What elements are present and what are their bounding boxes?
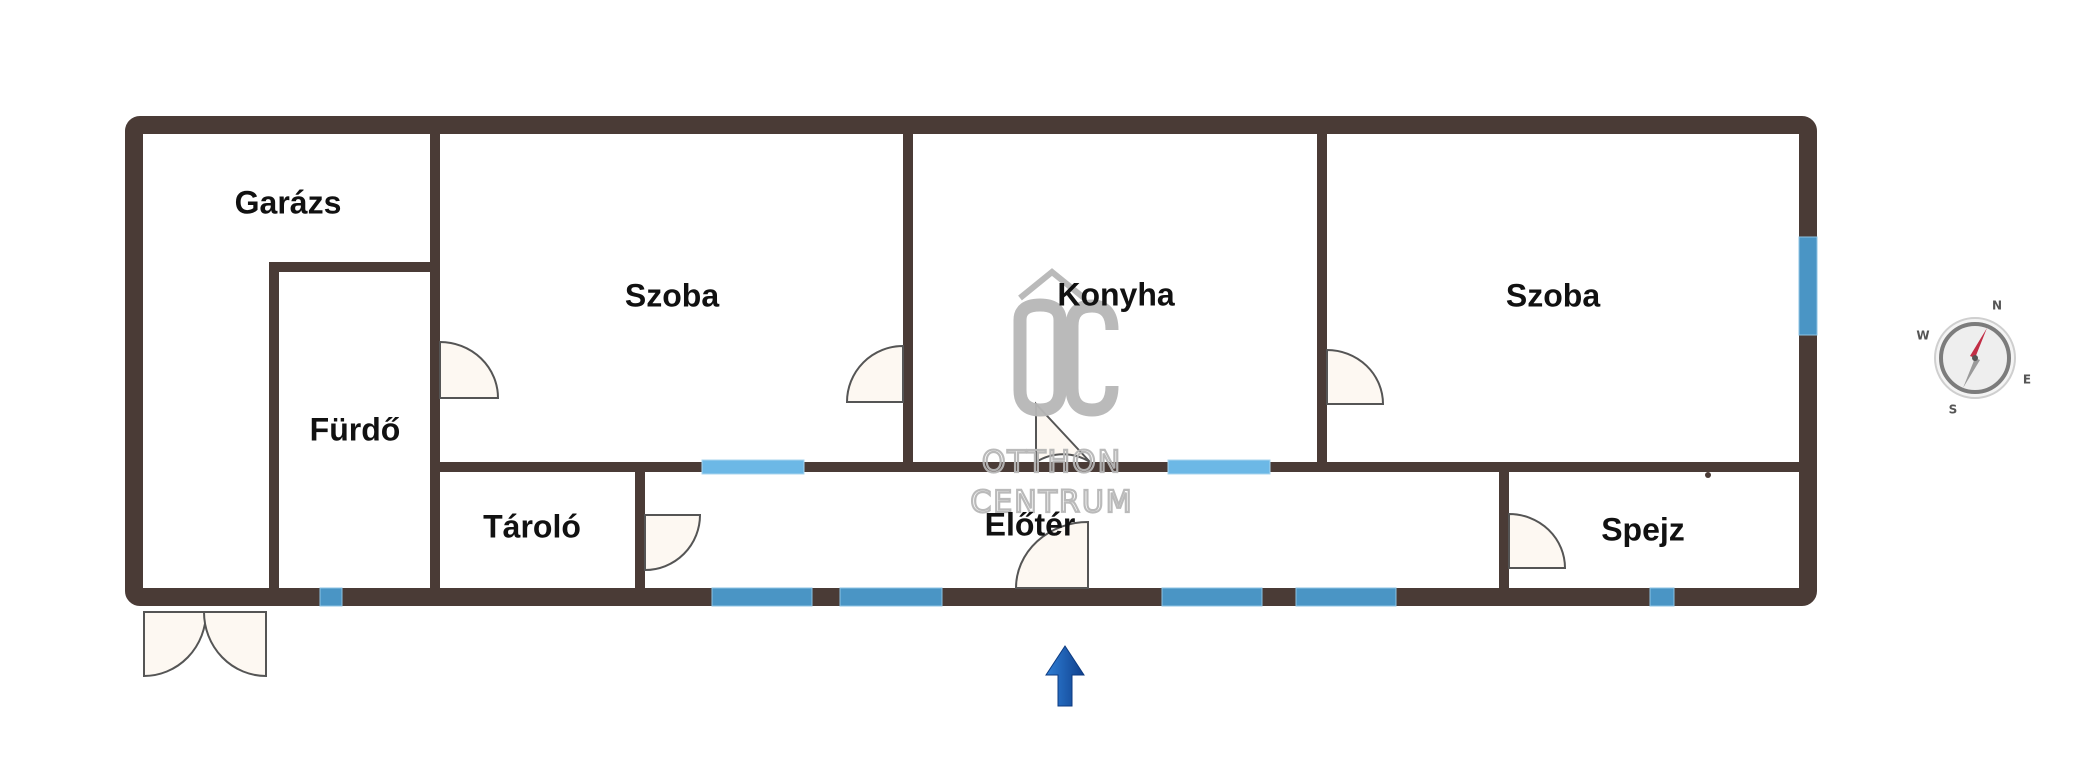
door-szoba-left xyxy=(439,340,500,399)
compass-icon: N E S W xyxy=(1916,299,2031,417)
watermark-line2: CENTRUM xyxy=(970,485,1133,520)
door-szoba-kitchen xyxy=(845,344,904,403)
interior-walls xyxy=(269,125,1808,597)
room-label-pantry: Spejz xyxy=(1601,511,1685,547)
exterior-walls xyxy=(125,116,1817,606)
window-interior-1 xyxy=(701,459,805,475)
compass-e: E xyxy=(2023,373,2031,387)
window-front-5 xyxy=(1295,587,1397,607)
watermark-letter-c xyxy=(1065,299,1119,417)
room-label-szoba-right: Szoba xyxy=(1506,277,1600,313)
window-front-4 xyxy=(1161,587,1263,607)
room-label-garage: Garázs xyxy=(235,184,342,220)
room-label-storage: Tároló xyxy=(483,508,581,544)
doors xyxy=(143,340,1567,678)
window-front-6 xyxy=(1649,587,1675,607)
room-label-szoba-left: Szoba xyxy=(625,277,719,313)
compass-w: W xyxy=(1916,329,1929,343)
door-szoba-right xyxy=(1326,348,1385,405)
door-taroló xyxy=(644,514,702,572)
compass-n: N xyxy=(1992,299,2002,313)
room-label-hall: Előtér xyxy=(985,506,1076,542)
window-front-1 xyxy=(319,587,343,607)
outer-wall xyxy=(125,116,1817,606)
door-garage-right xyxy=(202,611,267,678)
window-front-2 xyxy=(711,587,813,607)
watermark-roof-icon xyxy=(1018,268,1086,301)
compass-center xyxy=(1972,355,1978,361)
watermark-line1: OTTHON xyxy=(982,445,1122,480)
compass-s: S xyxy=(1949,403,1958,417)
door-garage-left xyxy=(143,611,208,678)
window-east xyxy=(1798,236,1818,336)
watermark-letter-o xyxy=(1013,298,1067,417)
door-spejz xyxy=(1508,512,1567,569)
room-label-kitchen: Konyha xyxy=(1057,276,1175,312)
entrance-arrow-icon xyxy=(1045,645,1085,707)
room-labels: Garázs Fürdő Szoba Konyha Szoba Tároló E… xyxy=(235,184,1685,547)
wall-marker-dot xyxy=(1705,472,1711,478)
windows xyxy=(319,236,1818,607)
window-front-3 xyxy=(839,587,943,607)
room-label-bathroom: Fürdő xyxy=(310,411,401,447)
door-kitchen-hall xyxy=(1035,401,1091,464)
door-entrance xyxy=(1014,520,1089,589)
compass-needle-north xyxy=(1970,328,1987,358)
watermark: OTTHON CENTRUM xyxy=(969,268,1133,521)
window-interior-2 xyxy=(1167,459,1271,475)
compass-needle-south xyxy=(1963,358,1980,388)
